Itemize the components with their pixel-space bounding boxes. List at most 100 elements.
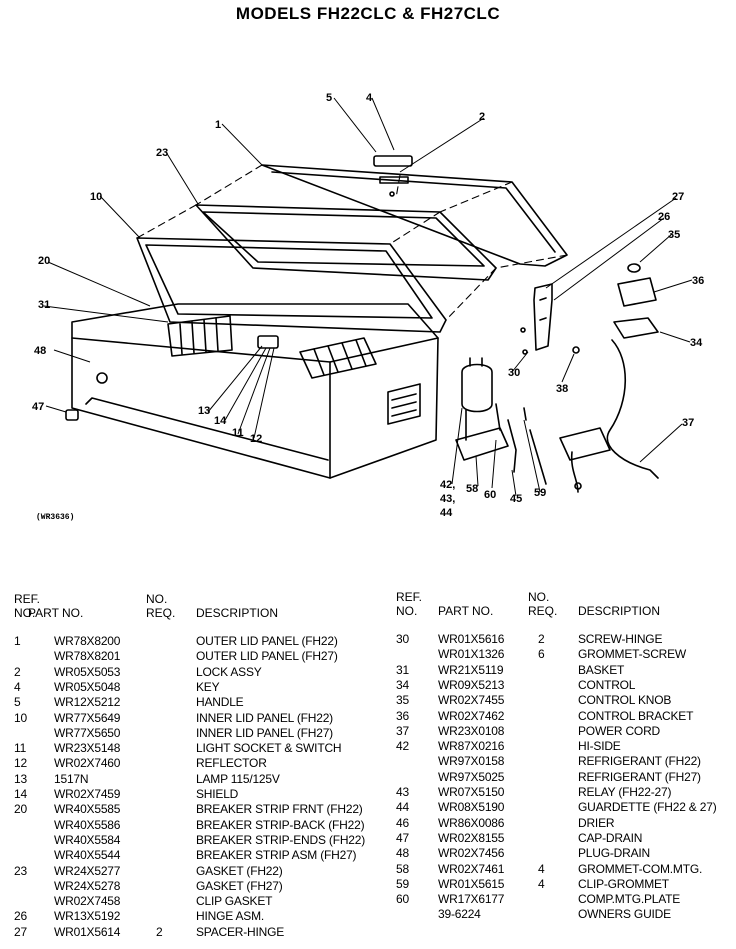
cell-desc: BREAKER STRIP-ENDS (FH22) — [196, 832, 366, 847]
cell-part: WR97X0158 — [438, 754, 505, 769]
cell-part: WR02X7456 — [438, 846, 505, 861]
cell-ref: 26 — [14, 909, 27, 924]
cabinet — [71, 303, 439, 363]
cell-part: 1517N — [54, 771, 89, 786]
header-ref: REF. — [396, 590, 423, 604]
cell-req: 4 — [538, 876, 545, 891]
callout-60: 60 — [484, 489, 496, 501]
header-part-no: PART NO. — [438, 604, 494, 618]
cell-desc: COMP.MTG.PLATE — [578, 892, 681, 907]
callout-11: 11 — [232, 427, 244, 439]
callout-35: 35 — [668, 229, 680, 241]
cell-part: WR02X7458 — [54, 894, 121, 909]
cell-desc: PLUG-DRAIN — [578, 846, 651, 861]
callout-20: 20 — [38, 255, 50, 267]
callout-37: 37 — [682, 417, 694, 429]
control-bracket — [617, 277, 657, 307]
cell-desc: SHIELD — [196, 787, 239, 801]
cell-ref: 43 — [396, 785, 409, 799]
cell-ref: 12 — [14, 756, 27, 771]
basket-left — [167, 315, 233, 357]
callout-44: 44 — [440, 507, 453, 519]
callout-47: 47 — [32, 401, 44, 413]
hinge-asm — [533, 283, 553, 351]
cell-desc: CONTROL BRACKET — [578, 708, 694, 723]
callout-1: 1 — [215, 119, 221, 131]
table-row: 26 WR13X5192 HINGE ASM. — [14, 909, 354, 924]
cell-desc: SPACER-HINGE — [196, 924, 285, 939]
callout-34: 34 — [690, 337, 703, 349]
cell-ref: 35 — [396, 693, 409, 708]
cell-desc: HI-SIDE — [578, 739, 621, 754]
header-no: NO. — [14, 606, 36, 620]
cell-desc: INNER LID PANEL (FH22) — [196, 710, 333, 725]
handle — [373, 155, 413, 167]
cell-req: 6 — [538, 647, 545, 662]
cell-part: WR12X5212 — [54, 695, 121, 710]
cell-desc: OUTER LID PANEL (FH22) — [196, 634, 338, 648]
cell-part: WR40X5544 — [54, 848, 121, 863]
callout-5: 5 — [326, 92, 332, 104]
table-row: WR97X5025 REFRIGERANT (FH27) — [396, 770, 736, 785]
cell-part: 39-6224 — [438, 907, 481, 922]
header-description: DESCRIPTION — [578, 604, 661, 618]
cell-desc: REFRIGERANT (FH22) — [578, 754, 701, 769]
outer-lid-panel — [261, 164, 568, 267]
callout-45: 45 — [510, 493, 522, 505]
cell-part: WR78X8201 — [54, 649, 121, 664]
header-req: REQ. — [528, 604, 558, 618]
cell-part: WR13X5192 — [54, 909, 121, 924]
cell-desc: BREAKER STRIP ASM (FH27) — [196, 848, 357, 863]
cell-req: 2 — [538, 632, 545, 646]
cell-ref: 42 — [396, 739, 409, 754]
cell-part: WR01X1326 — [438, 647, 505, 662]
cell-part: WR86X0086 — [438, 815, 505, 830]
left-table-header: REF. NO. PART NO. NO. REQ. DESCRIPTION — [14, 592, 374, 622]
cell-ref: 5 — [14, 695, 21, 710]
cell-part: WR97X5025 — [438, 769, 505, 784]
cell-ref: 59 — [396, 876, 409, 891]
cell-ref: 31 — [396, 662, 409, 677]
cell-desc: REFRIGERANT (FH27) — [578, 769, 701, 784]
cell-part: WR23X0108 — [438, 723, 505, 738]
cell-part: WR02X7461 — [438, 861, 505, 876]
cell-desc: CLIP-GROMMET — [578, 876, 669, 891]
cell-part: WR01X5615 — [438, 876, 505, 891]
callout-labels: 1 2 4 5 10 11 12 13 14 20 23 26 27 30 31… — [32, 92, 704, 519]
callout-36: 36 — [692, 275, 704, 287]
cell-req: 2 — [156, 924, 163, 939]
cell-ref: 1 — [14, 634, 21, 648]
power-cord — [606, 339, 659, 479]
cell-part: WR08X5190 — [438, 800, 505, 815]
callout-2: 2 — [479, 111, 485, 123]
callout-48: 48 — [34, 345, 46, 357]
cell-desc: CAP-DRAIN — [578, 830, 643, 845]
cell-part: WR02X7462 — [438, 708, 505, 723]
cell-part: WR01X5616 — [438, 632, 505, 646]
cell-ref: 34 — [396, 677, 409, 692]
cell-desc: HINGE ASM. — [196, 909, 265, 924]
cell-part: WR07X5150 — [438, 785, 505, 799]
cell-desc: OUTER LID PANEL (FH27) — [196, 649, 338, 664]
cell-part: WR40X5584 — [54, 832, 121, 847]
cell-desc: SCREW-HINGE — [578, 632, 663, 646]
cell-ref: 20 — [14, 802, 27, 817]
cell-desc: REFLECTOR — [196, 756, 267, 771]
header-part-no: PART NO. — [28, 606, 84, 620]
callout-42: 42, — [440, 479, 455, 491]
cell-part: WR02X8155 — [438, 830, 505, 845]
